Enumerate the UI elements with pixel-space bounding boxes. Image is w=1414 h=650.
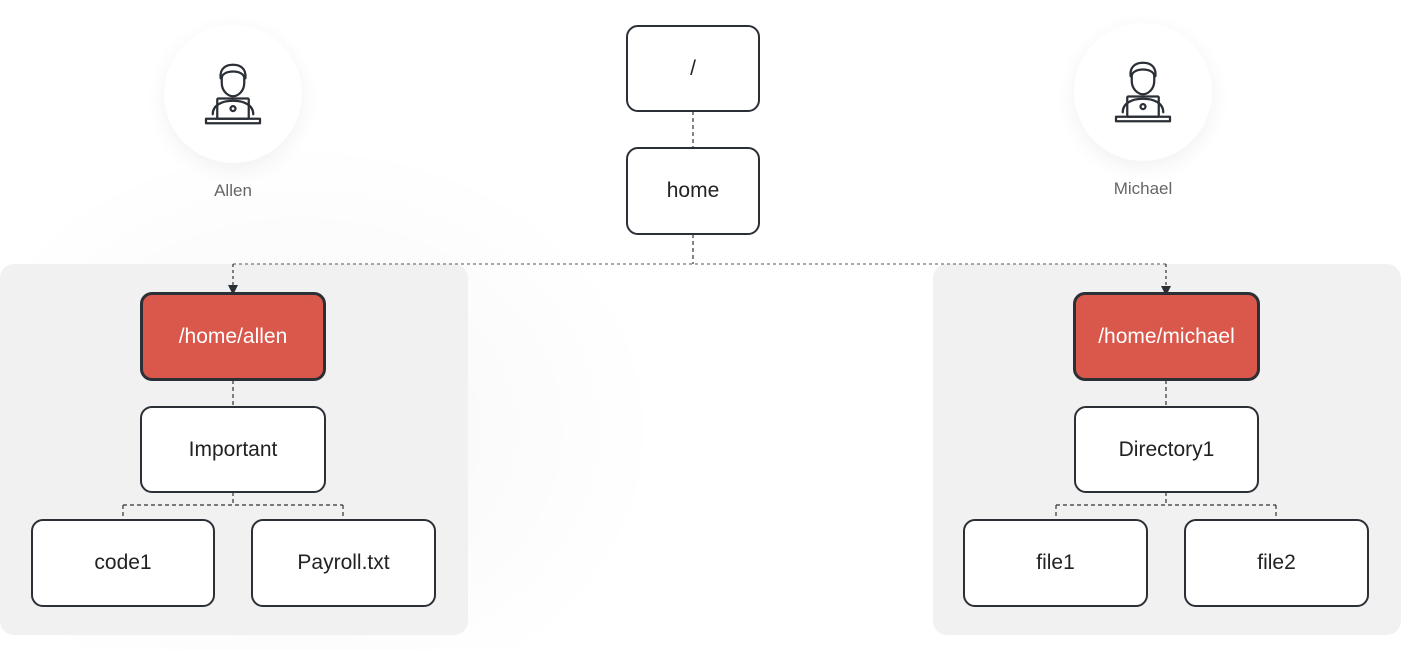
- allen-avatar: [164, 25, 302, 163]
- node-payroll: Payroll.txt: [251, 519, 436, 607]
- michael-name: Michael: [1113, 179, 1173, 198]
- user-at-laptop-icon: [204, 63, 262, 125]
- node-file1: file1: [963, 519, 1148, 607]
- allen-name: Allen: [214, 181, 252, 200]
- node-directory1: Directory1: [1074, 406, 1259, 493]
- node-root: /: [626, 25, 760, 112]
- node-important: Important: [140, 406, 326, 493]
- michael-avatar: [1074, 23, 1212, 161]
- node-file2: file2: [1184, 519, 1369, 607]
- node-home: home: [626, 147, 760, 235]
- user-at-laptop-icon: [1114, 61, 1172, 123]
- node-code1: code1: [31, 519, 215, 607]
- node-allen-home: /home/allen: [140, 292, 326, 381]
- node-michael-home: /home/michael: [1073, 292, 1260, 381]
